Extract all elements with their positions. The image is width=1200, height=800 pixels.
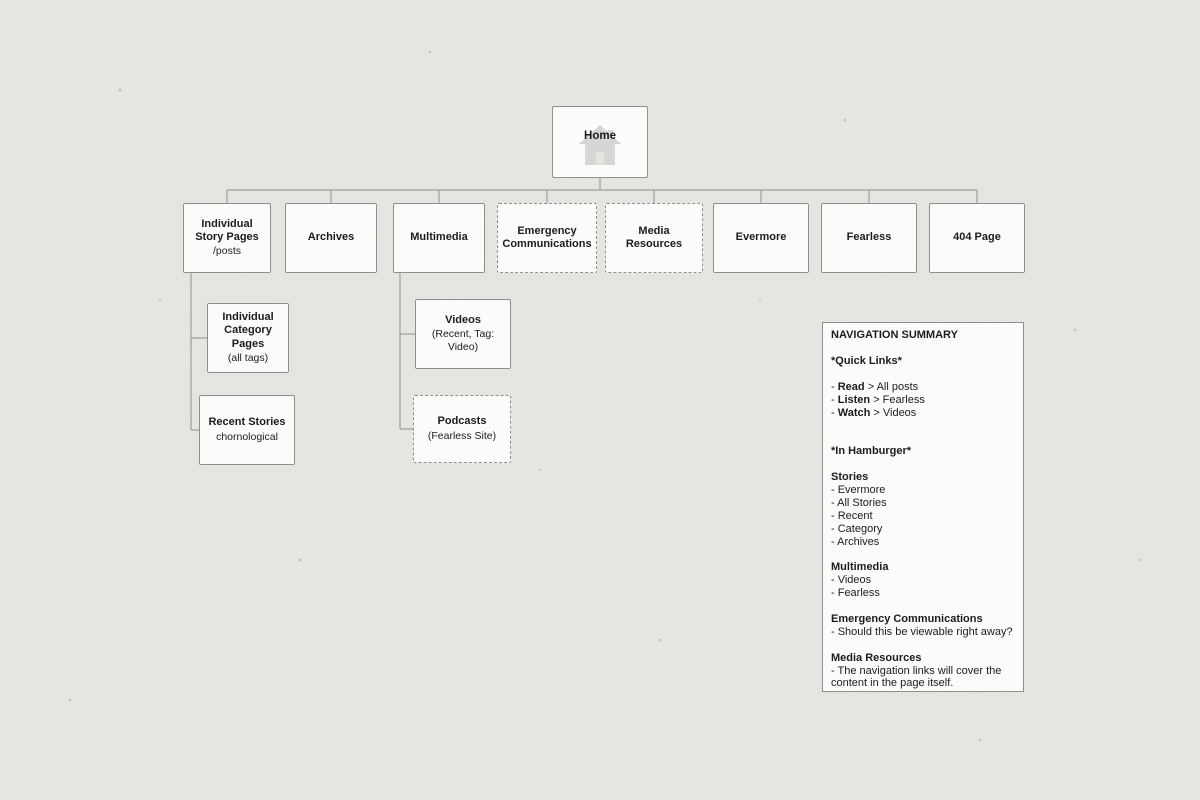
node-title: Videos — [445, 313, 481, 326]
node-home-label: Home — [584, 130, 616, 142]
navigation-summary-panel: NAVIGATION SUMMARY *Quick Links* - Read >… — [822, 322, 1024, 692]
summary-line — [831, 342, 1015, 355]
node-subtitle: chornological — [216, 430, 278, 443]
summary-line: - The navigation links will cover the co… — [831, 664, 1002, 690]
node-archives: Archives — [285, 203, 377, 273]
summary-line: Stories — [831, 470, 869, 483]
summary-line — [831, 419, 1015, 432]
node-title: Recent Stories — [208, 416, 286, 429]
node-title: Multimedia — [410, 231, 468, 244]
node-title: Evermore — [735, 231, 787, 244]
summary-line: - Recent — [831, 509, 873, 522]
node-subtitle: (all tags) — [227, 352, 269, 365]
node-emergency-communications: Emergency Communications — [497, 203, 597, 273]
summary-line — [831, 458, 1015, 471]
summary-line — [831, 432, 1015, 445]
node-404-page: 404 Page — [929, 203, 1025, 273]
node-title: Podcasts — [437, 415, 487, 428]
node-recent-stories: Recent Stories chornological — [199, 395, 295, 465]
summary-line: - Read > All posts — [831, 380, 919, 393]
node-fearless: Fearless — [821, 203, 917, 273]
summary-line: - Fearless — [831, 587, 880, 600]
node-title: Media Resources — [625, 224, 683, 250]
summary-line — [831, 548, 1015, 561]
node-title: Individual Story Pages — [195, 217, 259, 243]
node-videos: Videos (Recent, Tag: Video) — [415, 299, 511, 369]
node-individual-category-pages: Individual Category Pages (all tags) — [207, 299, 293, 373]
node-title: Fearless — [846, 231, 892, 244]
summary-line: *In Hamburger* — [831, 445, 912, 458]
summary-line — [831, 600, 1015, 613]
summary-line — [831, 639, 1015, 652]
node-podcasts: Podcasts (Fearless Site) — [413, 395, 511, 463]
node-title: Emergency Communications — [502, 224, 592, 250]
node-title: Individual Category Pages — [222, 310, 274, 350]
summary-line: - Should this be viewable right away? — [831, 625, 1013, 638]
summary-line: Multimedia — [831, 561, 889, 574]
summary-line: - All Stories — [831, 496, 887, 509]
summary-line: Emergency Communications — [831, 612, 983, 625]
node-multimedia: Multimedia — [393, 203, 485, 273]
summary-line: - Evermore — [831, 483, 886, 496]
node-evermore: Evermore — [713, 203, 809, 273]
node-home: Home — [552, 106, 648, 178]
navigation-summary-title: NAVIGATION SUMMARY — [831, 329, 958, 341]
node-individual-story-pages: Individual Story Pages /posts — [183, 199, 275, 273]
node-title: 404 Page — [953, 231, 1001, 244]
summary-line: - Videos — [831, 574, 872, 587]
summary-line: - Watch > Videos — [831, 406, 917, 419]
node-title: Archives — [307, 231, 355, 244]
node-subtitle: (Recent, Tag: Video) — [431, 328, 495, 354]
node-subtitle: (Fearless Site) — [427, 429, 497, 442]
node-subtitle: /posts — [212, 245, 241, 258]
summary-line — [831, 368, 1015, 381]
summary-lines: *Quick Links* - Read > All posts- Listen … — [831, 342, 1015, 690]
house-icon — [579, 125, 621, 165]
summary-line: - Listen > Fearless — [831, 393, 925, 406]
summary-line: Media Resources — [831, 651, 922, 664]
summary-line: *Quick Links* — [831, 354, 902, 367]
summary-line: - Archives — [831, 535, 880, 548]
node-media-resources: Media Resources — [605, 203, 703, 273]
summary-line: - Category — [831, 522, 883, 535]
